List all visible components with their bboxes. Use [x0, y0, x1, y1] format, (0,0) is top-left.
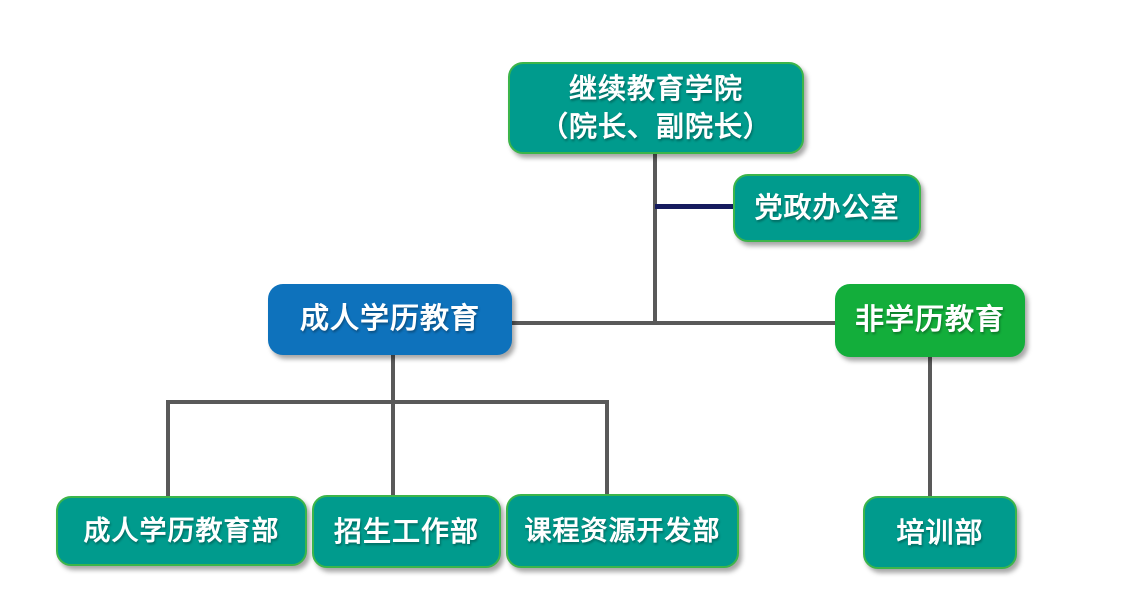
node-course-dev: 课程资源开发部	[506, 494, 739, 568]
node-non-academic: 非学历教育	[835, 284, 1025, 357]
node-office: 党政办公室	[733, 174, 921, 242]
connector-office-branch	[655, 204, 735, 209]
connector-drop-training	[928, 357, 932, 497]
node-adult-education: 成人学历教育	[268, 284, 512, 355]
connector-root-trunk	[653, 150, 657, 324]
connector-drop-admissions	[391, 400, 395, 496]
node-admissions-label: 招生工作部	[333, 515, 479, 547]
node-adult-education-label: 成人学历教育	[299, 302, 480, 335]
node-adult-dept: 成人学历教育部	[56, 496, 307, 566]
node-course-dev-label: 课程资源开发部	[524, 515, 721, 546]
node-root: 继续教育学院 （院长、副院长）	[508, 62, 804, 154]
node-root-label-line1: 继续教育学院	[568, 73, 743, 105]
node-admissions: 招生工作部	[312, 495, 501, 568]
node-training-label: 培训部	[896, 516, 984, 548]
node-office-label: 党政办公室	[754, 192, 900, 224]
node-adult-dept-label: 成人学历教育部	[83, 515, 280, 546]
connector-sub-horizontal	[166, 400, 609, 404]
node-root-label-line2: （院长、副院长）	[539, 111, 772, 142]
connector-adult-stub	[391, 355, 395, 403]
node-training: 培训部	[863, 496, 1017, 569]
connector-drop-course-dev	[605, 400, 609, 496]
node-non-academic-label: 非学历教育	[854, 303, 1005, 336]
connector-drop-adult-dept	[166, 400, 170, 497]
connector-mid-horizontal	[512, 321, 835, 325]
